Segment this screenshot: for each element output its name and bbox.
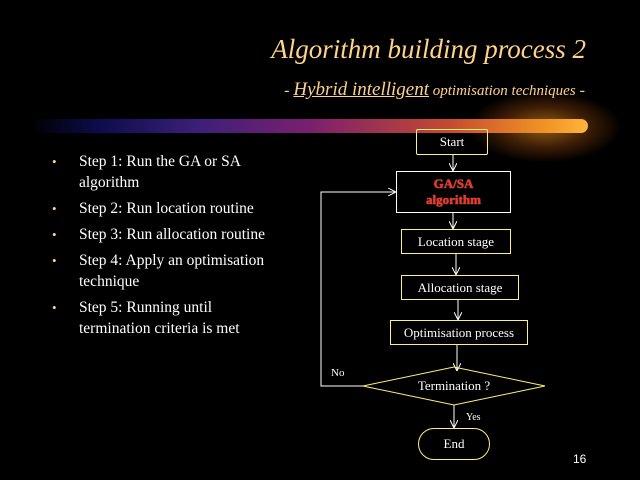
flow-node-termination: Termination ? <box>417 378 491 393</box>
step-item: • Step 4: Apply an optimisation technique <box>52 250 272 292</box>
step-item: • Step 2: Run location routine <box>52 198 272 219</box>
flow-node-start: Start <box>416 129 488 155</box>
step-item: • Step 5: Running until termination crite… <box>52 297 272 339</box>
flow-node-allocation-stage: Allocation stage <box>401 275 519 300</box>
step-list: • Step 1: Run the GA or SA algorithm • Ste… <box>52 151 272 344</box>
connector-no-loop <box>320 192 395 387</box>
page-number: 16 <box>573 452 587 466</box>
termination-decision-shape <box>362 366 546 406</box>
no-branch-label: No <box>331 367 345 379</box>
flow-node-ga-sa: GA/SA algorithm <box>396 171 511 213</box>
bullet-icon: • <box>52 253 57 268</box>
step-text: Step 2: Run location routine <box>79 200 254 217</box>
flow-node-optimisation-process: Optimisation process <box>390 320 528 345</box>
subtitle-suffix: - <box>575 82 585 99</box>
flow-node-location-stage: Location stage <box>401 229 511 254</box>
slide-subtitle: - Hybrid intelligent optimisation techni… <box>284 79 585 101</box>
bullet-icon: • <box>52 227 57 242</box>
step-item: • Step 1: Run the GA or SA algorithm <box>52 151 272 193</box>
bullet-icon: • <box>52 154 57 169</box>
subtitle-prefix: - <box>284 82 294 99</box>
bullet-icon: • <box>52 201 57 216</box>
bullet-icon: • <box>52 300 57 315</box>
ga-sa-label: GA/SA <box>433 176 474 191</box>
step-text: Step 1: Run the GA or SA algorithm <box>79 153 241 191</box>
yes-branch-label: Yes <box>466 412 481 423</box>
step-item: • Step 3: Run allocation routine <box>52 224 272 245</box>
algorithm-label: algorithm <box>426 192 481 207</box>
slide-title: Algorithm building process 2 <box>271 34 586 64</box>
subtitle-emphasis: Hybrid intelligent <box>293 79 430 100</box>
step-text: Step 4: Apply an optimisation technique <box>79 252 265 290</box>
subtitle-rest: optimisation techniques <box>429 83 576 99</box>
flow-node-end: End <box>418 428 490 460</box>
step-text: Step 5: Running until termination criter… <box>79 299 240 337</box>
step-text: Step 3: Run allocation routine <box>79 226 265 243</box>
